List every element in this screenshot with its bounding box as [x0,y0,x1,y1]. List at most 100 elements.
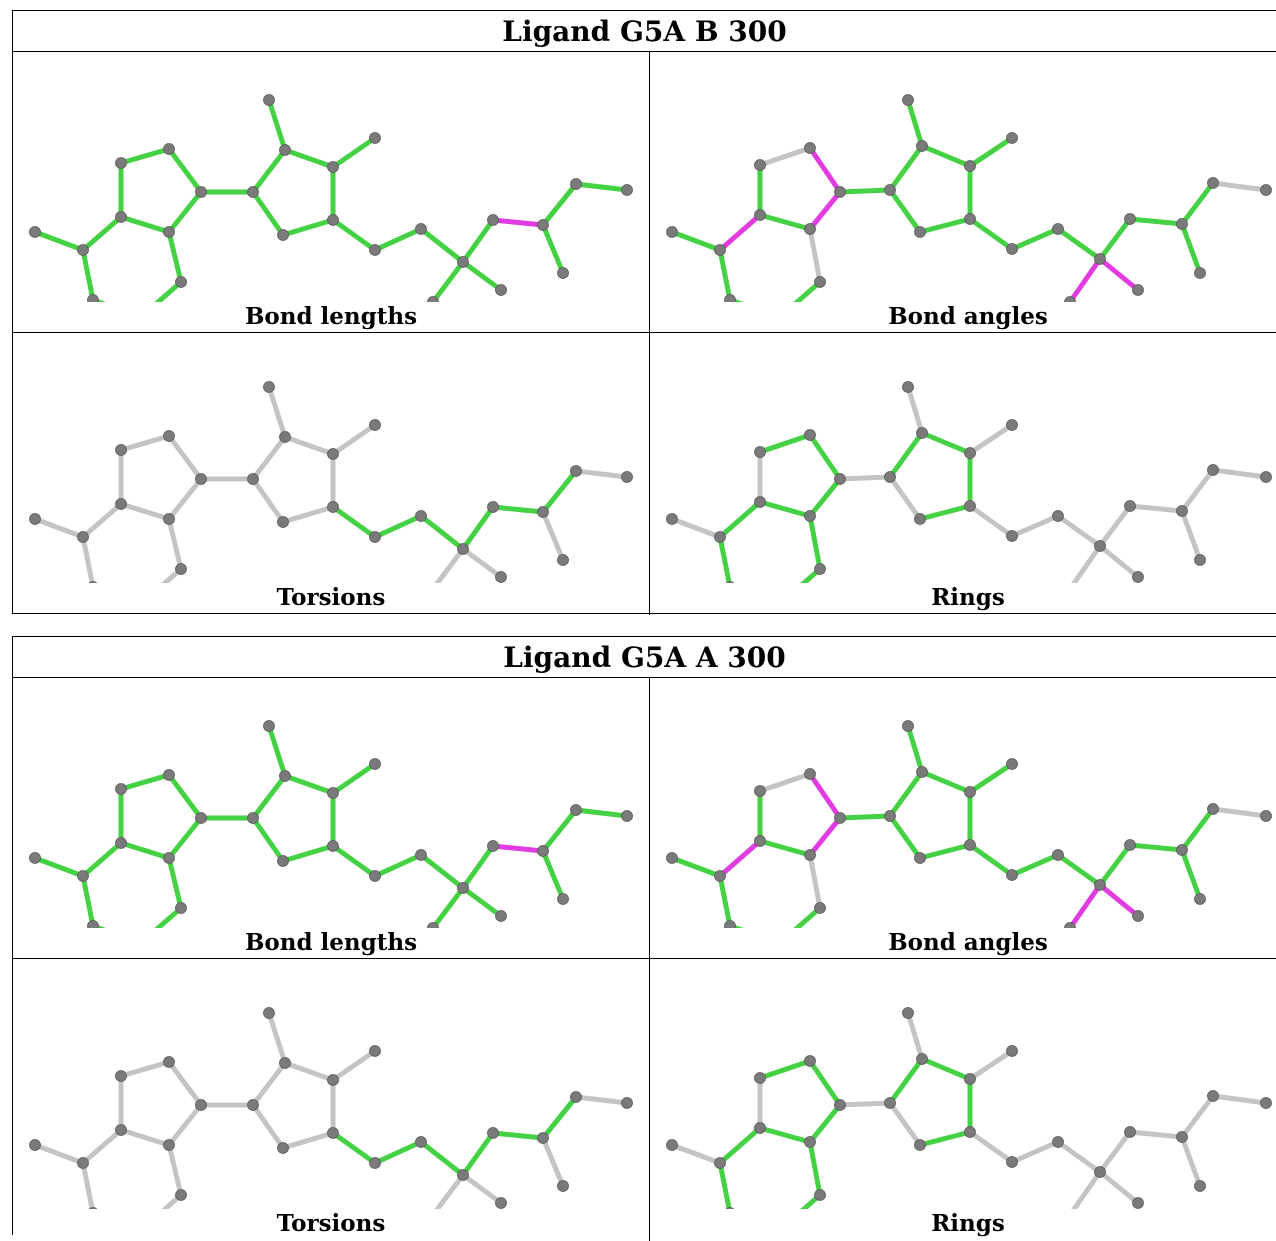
atom [834,812,846,824]
atom [163,769,175,781]
bond [1097,503,1133,549]
bond [573,1094,630,1106]
atom [621,1097,633,1109]
bond [430,885,466,928]
bond [250,1060,288,1108]
bond [807,226,823,285]
bond [887,143,925,193]
atom [754,159,766,171]
bond [80,1127,124,1166]
bond [330,217,378,253]
atom [804,1136,816,1148]
atom [714,531,726,543]
atom [1006,419,1018,431]
bond [118,1059,172,1079]
bond [118,214,172,235]
panel-caption: Rings [931,584,1005,611]
panel-bond-lengths: Bond lengths [13,678,650,959]
bond [669,855,723,879]
bond [280,1130,336,1151]
atom [804,429,816,441]
atom [29,226,41,238]
atom [570,804,582,816]
atom [1006,1045,1018,1057]
bond [434,546,466,583]
bond [905,97,925,149]
panel-torsions: Torsions [13,333,650,615]
atom [195,812,207,824]
bond [118,501,172,522]
bond [1127,1129,1185,1140]
bond [540,222,566,276]
bond [166,1142,184,1198]
bond [490,504,546,515]
atom [369,1045,381,1057]
bond [540,1094,579,1141]
atom [415,510,427,522]
panel-caption: Rings [931,1210,1005,1237]
atom [1207,803,1219,815]
bond [887,474,923,522]
atom [327,501,339,513]
bond [1009,1139,1061,1165]
atom [415,223,427,235]
atom [1176,844,1188,856]
bond [434,1172,466,1209]
atom [495,284,507,296]
atom [814,902,826,914]
bond [1067,882,1103,928]
bond [717,247,733,302]
atom [621,471,633,483]
bond [418,513,466,552]
bond [490,843,546,854]
bond [282,1060,336,1083]
bond [430,259,466,302]
bond [460,259,504,293]
bond [793,905,823,928]
bond [967,503,1015,539]
atom [77,1157,89,1169]
atom [621,184,633,196]
bond [330,1130,378,1166]
bond [717,534,732,583]
atom [1052,223,1064,235]
atom [115,498,127,510]
atom [115,837,127,849]
atom [754,496,766,508]
atom [279,144,291,156]
atom [495,1197,507,1209]
atom [457,882,469,894]
atom [263,720,275,732]
atom [77,870,89,882]
bond [161,566,184,583]
bond [967,216,1015,252]
atom [964,1073,976,1085]
atom [834,1099,846,1111]
bond [757,1058,813,1081]
atom [369,132,381,144]
bond [800,566,823,583]
bond [154,279,184,302]
bond [1067,256,1103,302]
atom [1094,879,1106,891]
atom [902,720,914,732]
atom [327,1127,339,1139]
bond [250,147,288,195]
bond [330,504,378,540]
atom [247,1099,259,1111]
bond [807,145,843,195]
bond [967,761,1015,795]
bond [1179,847,1203,902]
atom [1124,839,1136,851]
bond [573,807,630,819]
atom [1176,1131,1188,1143]
atom [163,1139,175,1151]
bond [1127,216,1185,227]
bond [330,422,378,457]
atom [487,840,499,852]
atom [1064,922,1076,928]
bond [250,815,286,864]
atom [570,178,582,190]
bond [1179,508,1203,563]
bond [1071,543,1103,583]
